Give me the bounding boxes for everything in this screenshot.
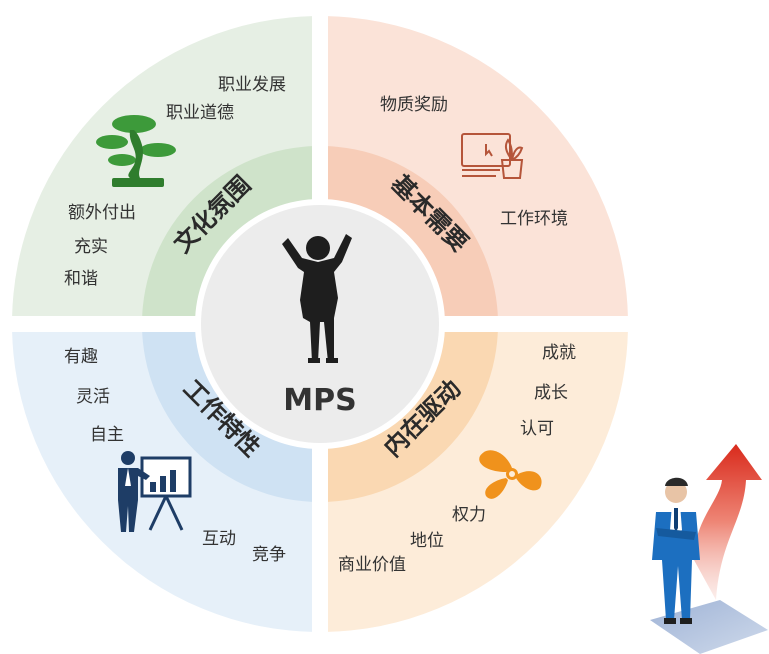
item-label: 自主 — [90, 425, 124, 445]
center-label: MPS — [283, 383, 356, 418]
item-label: 成就 — [542, 343, 576, 363]
item-label: 竞争 — [252, 545, 286, 565]
item-label: 工作环境 — [500, 209, 568, 229]
businessman-arrow-icon — [650, 444, 768, 654]
item-label: 充实 — [74, 237, 108, 257]
item-label: 灵活 — [76, 387, 110, 407]
item-label: 和谐 — [64, 269, 98, 289]
presenter-chart-icon — [118, 451, 192, 532]
celebrating-person-icon — [282, 234, 352, 363]
fan-icon — [479, 450, 542, 499]
item-label: 职业道德 — [166, 103, 234, 123]
item-label: 权力 — [452, 505, 486, 525]
bonsai-tree-icon — [96, 115, 176, 187]
item-label: 地位 — [410, 531, 444, 551]
center-circle — [195, 199, 445, 449]
item-label: 有趣 — [64, 347, 98, 367]
item-label: 成长 — [534, 383, 568, 403]
item-label: 物质奖励 — [380, 95, 448, 115]
computer-plant-icon — [461, 133, 524, 179]
item-label: 互动 — [202, 529, 236, 549]
item-label: 认可 — [520, 419, 554, 439]
item-label: 商业价值 — [338, 555, 406, 575]
item-label: 额外付出 — [68, 203, 136, 223]
item-label: 职业发展 — [218, 75, 286, 95]
